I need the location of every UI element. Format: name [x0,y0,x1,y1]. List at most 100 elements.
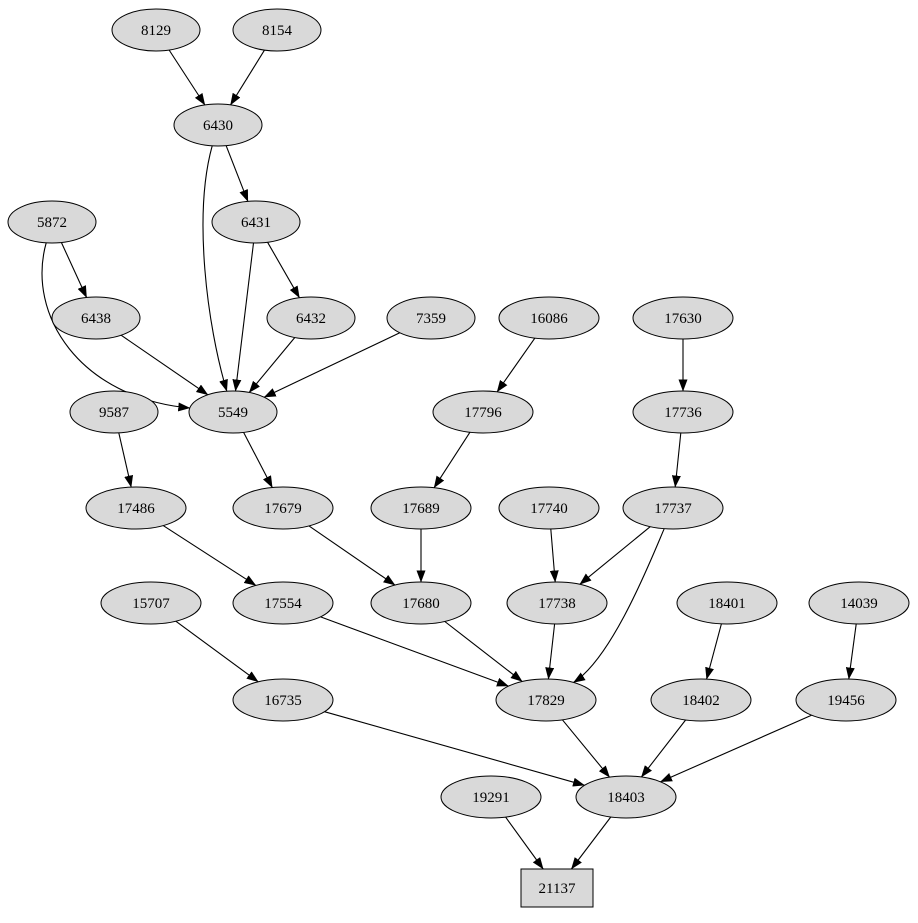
edge-17737-17829 [573,528,665,683]
node-shape-ellipse [232,581,334,625]
node-5549: 5549 [188,390,278,434]
node-6431: 6431 [211,200,301,244]
edge-5872-6438 [60,242,88,298]
node-shape-ellipse [808,581,910,625]
node-shape-ellipse [111,8,201,52]
node-shape-ellipse [69,390,159,434]
node-shape-ellipse [632,390,734,434]
edge-17737-17738 [579,526,651,585]
node-17738: 17738 [506,581,608,625]
node-18403: 18403 [575,775,677,819]
node-label: 6438 [81,311,111,327]
node-label: 6430 [203,118,233,134]
edge-17680-17829 [444,621,523,682]
node-label: 8154 [262,23,293,39]
nodes-layer: 8129 8154 6430 5872 6431 6438 6432 7359 16086 176… [7,8,910,908]
node-shape-ellipse [7,200,97,244]
node-label: 17736 [664,405,702,421]
edge-17740-17738 [549,528,559,583]
node-shape-ellipse [498,486,600,530]
node-shape-rect [520,868,594,908]
node-label: 17630 [664,311,702,327]
node-shape-ellipse [495,678,597,722]
edge-15707-16735 [175,620,259,683]
node-label: 17680 [402,596,440,612]
node-shape-ellipse [232,486,334,530]
node-shape-ellipse [506,581,608,625]
node-label: 15707 [132,596,170,612]
node-shape-ellipse [440,775,542,819]
node-label: 18402 [682,693,720,709]
node-label: 17679 [264,501,302,517]
edge-6438-5549 [120,334,209,396]
node-14039: 14039 [808,581,910,625]
node-label: 17738 [538,596,576,612]
node-label: 18401 [708,596,746,612]
node-17630: 17630 [632,296,734,340]
edge-8129-6430 [168,49,206,106]
edge-18403-21137 [570,816,612,870]
node-8154: 8154 [232,8,322,52]
node-18401: 18401 [676,581,778,625]
node-17736: 17736 [632,390,734,434]
node-label: 17689 [402,501,440,517]
node-6432: 6432 [266,296,356,340]
node-shape-ellipse [173,103,263,147]
node-label: 18403 [607,790,645,806]
edge-7359-5549 [263,332,401,398]
node-label: 6432 [296,311,326,327]
node-shape-ellipse [211,200,301,244]
edge-6430-5549 [202,145,228,392]
node-shape-ellipse [650,678,752,722]
node-label: 21137 [539,881,576,897]
node-17829: 17829 [495,678,597,722]
node-16086: 16086 [498,296,600,340]
node-shape-ellipse [632,296,734,340]
node-17740: 17740 [498,486,600,530]
node-shape-ellipse [370,486,472,530]
node-label: 14039 [840,596,878,612]
node-6430: 6430 [173,103,263,147]
edge-6430-6431 [225,145,249,202]
node-shape-ellipse [85,486,187,530]
node-shape-ellipse [51,296,141,340]
edge-17554-17829 [320,616,509,687]
edge-17486-17554 [162,525,257,586]
node-17689: 17689 [370,486,472,530]
edge-8154-6430 [230,49,265,106]
node-shape-ellipse [498,296,600,340]
node-17486: 17486 [85,486,187,530]
edge-18402-18403 [640,719,687,778]
edge-17829-18403 [561,719,611,778]
edge-6431-5549 [232,242,255,392]
edge-18401-18402 [705,623,722,680]
edge-19291-21137 [505,816,544,870]
node-shape-ellipse [676,581,778,625]
edge-17679-17680 [308,525,396,586]
node-18402: 18402 [650,678,752,722]
node-9587: 9587 [69,390,159,434]
edges-layer [41,49,857,870]
node-label: 7359 [416,311,446,327]
node-17679: 17679 [232,486,334,530]
node-label: 5872 [37,215,67,231]
node-shape-ellipse [100,581,202,625]
edge-17736-17737 [671,432,682,488]
node-label: 17554 [264,596,302,612]
node-7359: 7359 [386,296,476,340]
node-label: 8129 [141,23,171,39]
node-shape-ellipse [622,486,724,530]
edge-16086-17796 [496,337,536,393]
edge-9587-17486 [118,432,134,488]
node-17737: 17737 [622,486,724,530]
edge-6432-5549 [248,337,296,393]
node-17796: 17796 [432,390,534,434]
edge-6431-6432 [267,242,300,299]
node-label: 17486 [117,501,155,517]
node-label: 9587 [99,405,130,421]
node-5872: 5872 [7,200,97,244]
node-label: 6431 [241,215,271,231]
node-label: 19291 [472,790,510,806]
node-shape-ellipse [232,8,322,52]
